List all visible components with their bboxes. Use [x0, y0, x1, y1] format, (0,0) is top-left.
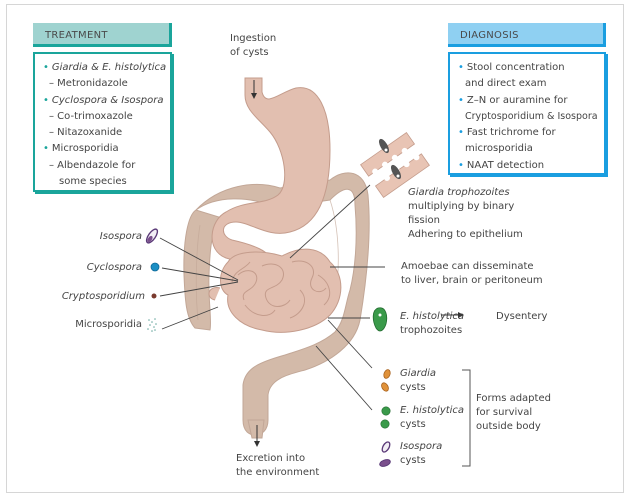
stomach: [211, 77, 331, 266]
treatment-box: Giardia & E. histolytica – Metronidazole…: [33, 52, 172, 192]
large-intestine: [183, 172, 370, 439]
cyclospora-icon: [150, 262, 160, 272]
diagnosis-item: Z–N or auramine for: [458, 93, 598, 109]
giardia-cysts-label: Giardia cysts: [400, 368, 437, 393]
ehistolytica-trophozoite-icon: [372, 307, 388, 332]
treatment-organism: Microsporidia: [43, 141, 164, 157]
excretion-label: Excretion into the environment: [236, 453, 320, 478]
treatment-drug: – Metronidazole: [49, 78, 128, 90]
treatment-header: TREATMENT: [33, 23, 172, 47]
treatment-organism: Giardia & E. histolytica: [43, 60, 166, 76]
diagnosis-item: and direct exam: [465, 78, 547, 90]
diagnosis-header: DIAGNOSIS: [448, 23, 606, 47]
giardia-trophozoite-icon: [378, 138, 402, 180]
ehistolytica-cyst-icon: [380, 406, 391, 429]
treatment-drug: some species: [59, 176, 127, 188]
microsporidia-icon: [147, 318, 157, 332]
isospora-cysts-label: Isospora cysts: [400, 441, 443, 466]
isospora-icon: [145, 228, 159, 244]
diagnosis-item: microsporidia: [465, 143, 533, 155]
diagnosis-item: Cryptosporidium & Isospora: [465, 110, 598, 122]
giardia-cyst-icon: [381, 369, 391, 392]
treatment-drug: – Albendazole for: [49, 159, 136, 171]
figure-frame: [6, 4, 624, 493]
small-intestine: [208, 248, 342, 333]
leader-lines: [159, 184, 385, 411]
forms-adapted-label: Forms adapted for survival outside body: [476, 393, 551, 432]
isospora-cyst-icon: [379, 441, 391, 467]
diagnosis-item: Fast trichrome for: [458, 125, 598, 141]
diagnosis-item: NAAT detection: [458, 158, 598, 174]
dysentery-label: Dysentery: [496, 311, 548, 322]
treatment-organism: Cyclospora & Isospora: [43, 93, 164, 109]
ehistolytica-trophozoite-label: E. histolytica trophozoites: [400, 311, 465, 336]
giardia-trophozoite-label: Giardia trophozoites multiplying by bina…: [408, 187, 523, 240]
ehistolytica-cysts-label: E. histolytica cysts: [400, 405, 465, 430]
cryptosporidium-label: Cryptosporidium: [61, 291, 145, 302]
diagnosis-box: Stool concentration and direct exam Z–N …: [448, 52, 606, 175]
cyclospora-label: Cyclospora: [86, 262, 142, 273]
cryptosporidium-icon: [151, 293, 157, 299]
treatment-drug: – Nitazoxanide: [49, 127, 123, 139]
diagnosis-item: Stool concentration: [458, 60, 598, 76]
microsporidia-label: Microsporidia: [75, 319, 142, 330]
treatment-drug: – Co-trimoxazole: [49, 110, 133, 122]
amoebae-label: Amoebae can disseminate to liver, brain …: [401, 261, 543, 286]
forms-bracket: [462, 369, 471, 467]
ingestion-label: Ingestion of cysts: [230, 33, 277, 58]
isospora-label: Isospora: [99, 231, 142, 242]
